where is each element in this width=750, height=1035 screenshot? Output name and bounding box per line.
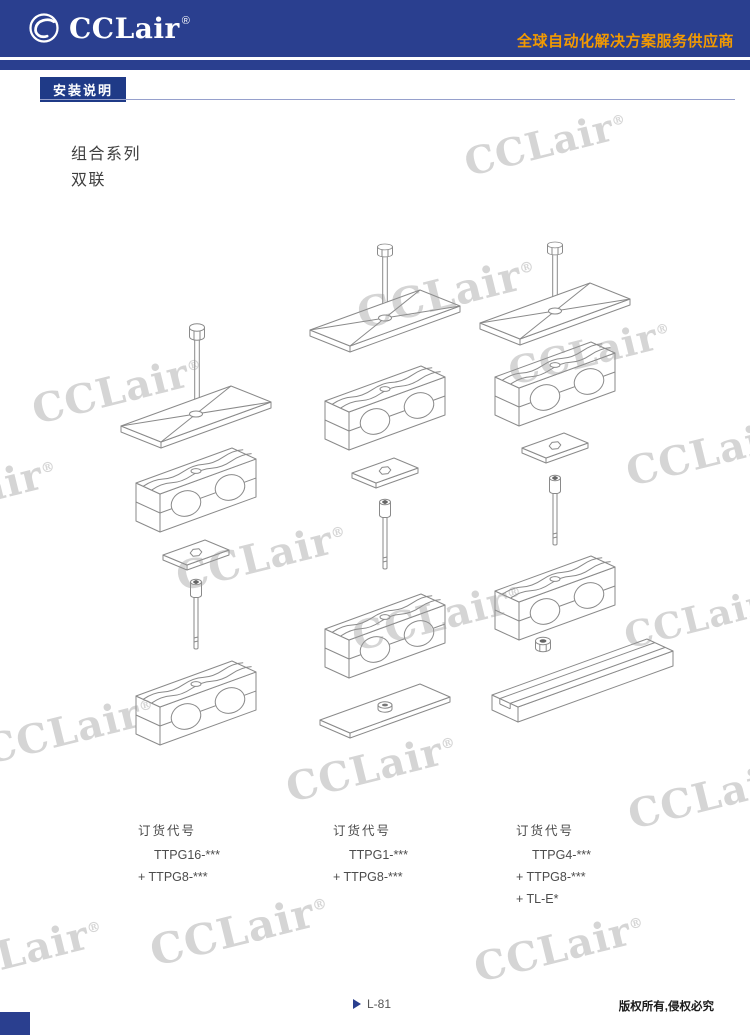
clamp-body-upper bbox=[324, 365, 446, 451]
order-label: 订货代号 bbox=[138, 824, 197, 838]
page-number: L-81 bbox=[367, 997, 392, 1011]
copyright-notice: 版权所有,侵权必究 bbox=[618, 1001, 714, 1013]
stud bbox=[379, 498, 391, 570]
clamp-body-lower bbox=[324, 593, 446, 679]
watermark-text: CCLair bbox=[459, 104, 619, 185]
weld-plate bbox=[521, 432, 589, 464]
weld-plate bbox=[351, 457, 419, 489]
exploded-assembly-3 bbox=[479, 241, 674, 723]
page-marker-arrow-icon bbox=[353, 999, 361, 1009]
section-rule bbox=[40, 99, 735, 100]
clamp-body-lower bbox=[135, 660, 257, 746]
weld-plate bbox=[162, 539, 230, 571]
cclair-logo-icon bbox=[29, 13, 59, 43]
technical-drawings bbox=[120, 241, 674, 746]
watermark-text: CCLair bbox=[145, 887, 320, 976]
section-badge: 安装说明 bbox=[40, 77, 127, 102]
mounting-plate bbox=[319, 683, 451, 739]
watermark-text: CCLair bbox=[623, 754, 750, 839]
order-code: TTPG4-*** bbox=[532, 848, 592, 862]
order-code-block-2: 订货代号 TTPG1-*** + TTPG8-*** bbox=[333, 820, 408, 888]
watermark: CCLair® bbox=[460, 101, 633, 185]
page-marker: L-81 bbox=[353, 997, 391, 1011]
order-code: + TTPG8-*** bbox=[138, 870, 208, 884]
header-divider bbox=[0, 57, 750, 60]
order-code: TTPG16-*** bbox=[154, 848, 220, 862]
watermark-text: CCLair bbox=[0, 911, 95, 996]
order-code: + TTPG8-*** bbox=[333, 870, 403, 884]
watermark: CCLair® bbox=[0, 908, 109, 996]
watermark-reg: ® bbox=[85, 918, 104, 938]
rail-channel bbox=[491, 638, 674, 723]
order-code-block-1: 订货代号 TTPG16-*** + TTPG8-*** bbox=[138, 820, 220, 888]
clamp-body-upper bbox=[494, 341, 616, 427]
order-code: + TL-E* bbox=[516, 892, 559, 906]
watermark: CCLair® bbox=[145, 884, 335, 976]
exploded-assembly-1 bbox=[120, 323, 272, 746]
watermark-reg: ® bbox=[627, 914, 646, 934]
logo-reg: ® bbox=[181, 15, 190, 27]
watermark-reg: ® bbox=[310, 894, 330, 916]
watermark: CCLair® bbox=[469, 904, 650, 992]
order-code-block-3: 订货代号 TTPG4-*** + TTPG8-*** + TL-E* bbox=[516, 820, 591, 910]
order-label: 订货代号 bbox=[516, 824, 575, 838]
stud bbox=[549, 474, 561, 546]
clamp-body-lower bbox=[494, 555, 616, 641]
series-title: 组合系列 bbox=[71, 146, 142, 163]
rail-nut bbox=[535, 636, 551, 653]
series-subtitle: 双联 bbox=[71, 172, 107, 189]
order-label: 订货代号 bbox=[333, 824, 392, 838]
order-code: + TTPG8-*** bbox=[516, 870, 586, 884]
order-code: TTPG1-*** bbox=[349, 848, 409, 862]
clamp-body-upper bbox=[135, 447, 257, 533]
footer-corner-block bbox=[0, 1012, 30, 1035]
page-header: CCLair ® 全球自动化解决方案服务供应商 bbox=[0, 0, 750, 70]
stud bbox=[190, 578, 202, 650]
logo-text: CCLair bbox=[69, 11, 180, 45]
watermark-reg: ® bbox=[610, 112, 628, 131]
watermark-text: CCLair bbox=[469, 907, 637, 992]
header-tagline: 全球自动化解决方案服务供应商 bbox=[516, 33, 734, 50]
watermark: CCLair® bbox=[623, 751, 750, 839]
brand-logo: CCLair ® bbox=[26, 10, 190, 46]
exploded-assembly-2 bbox=[309, 243, 461, 739]
